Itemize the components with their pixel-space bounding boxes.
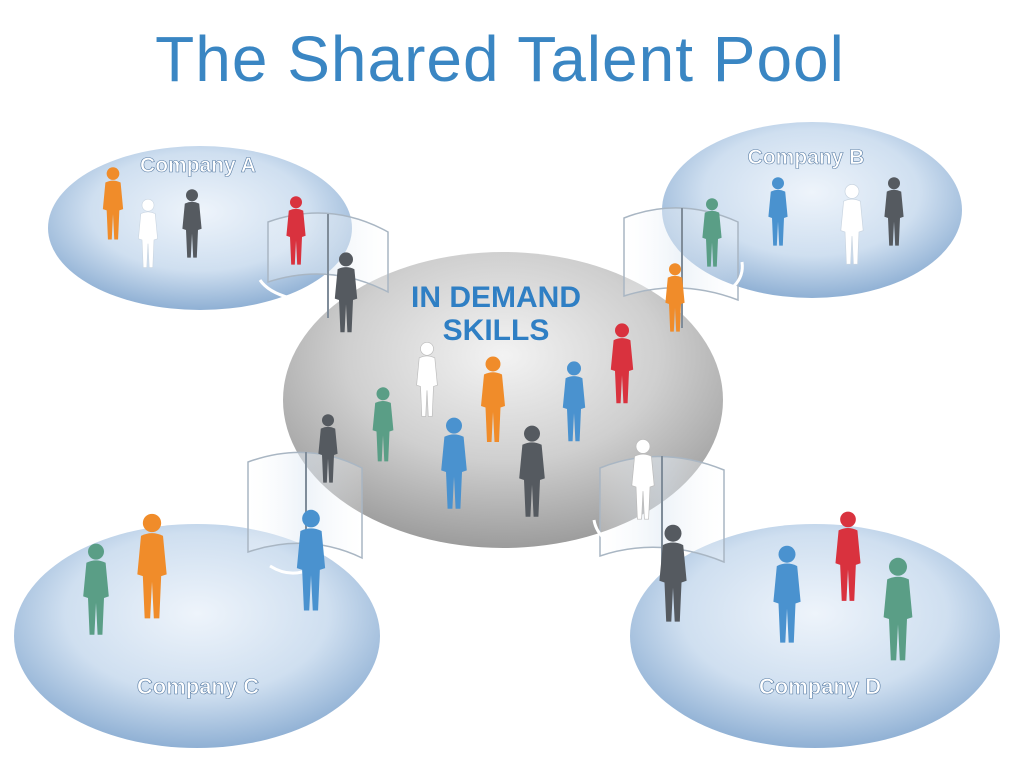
company-c-label: Company C — [137, 674, 259, 699]
center-label-line2: SKILLS — [443, 314, 550, 347]
company-a-label: Company A — [140, 154, 256, 177]
revolving-door-d — [592, 455, 725, 580]
revolving-door-c — [247, 451, 363, 576]
center-label-line1: IN DEMAND — [411, 281, 581, 314]
company-c-disc — [14, 524, 380, 748]
diagram-title: The Shared Talent Pool — [155, 23, 845, 95]
company-d-disc — [630, 524, 1000, 748]
company-d-label: Company D — [759, 674, 881, 699]
company-b-label: Company B — [748, 146, 865, 169]
